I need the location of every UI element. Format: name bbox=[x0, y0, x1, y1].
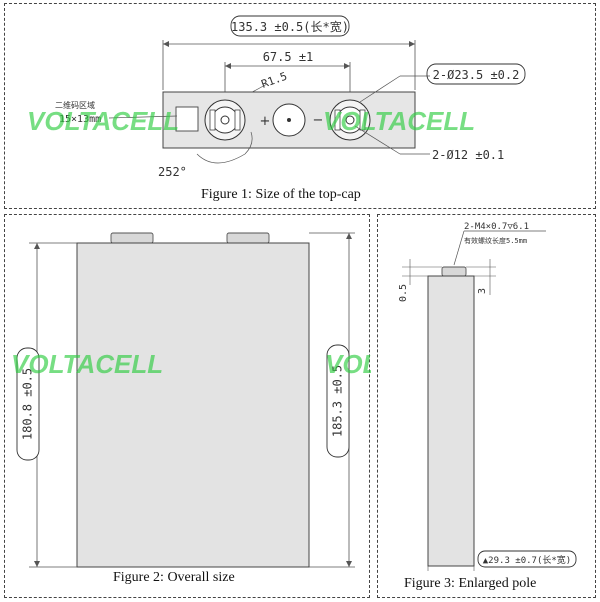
overall-size-drawing: 180.8 ±0.5 185.3 ±0.5 VOLTACELL VOLTACEL… bbox=[11, 232, 371, 568]
angle-label: 252° bbox=[158, 165, 187, 179]
negative-terminal bbox=[226, 232, 270, 244]
pole-diameter-label: 2-Ø23.5 ±0.2 bbox=[433, 68, 520, 82]
pole-offset-label: 3 bbox=[477, 288, 488, 294]
thread-length-note: 有效螺纹长度5.5mm bbox=[464, 236, 527, 245]
enlarged-pole-figure-panel: 2-M4×0.7▽6.1 有效螺纹长度5.5mm 0.5 3 ▲29.3 ±0.… bbox=[377, 214, 596, 598]
thread-spec-label: 2-M4×0.7▽6.1 bbox=[464, 222, 529, 232]
cell-thickness-label: ▲29.3 ±0.7(长*宽) bbox=[483, 554, 571, 566]
cell-side-view bbox=[427, 275, 475, 567]
qr-area-size: 15×13mm bbox=[59, 114, 101, 125]
voltacell-watermark: VOLTACELL bbox=[325, 349, 371, 379]
qr-code-area bbox=[175, 106, 199, 132]
minus-symbol: − bbox=[313, 113, 324, 128]
positive-terminal bbox=[110, 232, 154, 244]
voltacell-watermark: VOLTACELL bbox=[323, 106, 475, 136]
body-height-label: 180.8 ±0.5 bbox=[21, 368, 35, 440]
width-dimension-label: 135.3 ±0.5(长*宽) bbox=[231, 19, 349, 34]
qr-area-label: 二维码区域 bbox=[55, 100, 95, 110]
figure-3-caption: Figure 3: Enlarged pole bbox=[404, 576, 537, 591]
pole-height-label: 0.5 bbox=[398, 284, 409, 302]
enlarged-pole-drawing: 2-M4×0.7▽6.1 有效螺纹长度5.5mm 0.5 3 ▲29.3 ±0.… bbox=[398, 222, 577, 571]
voltacell-watermark: VOLTACELL bbox=[11, 349, 163, 379]
total-height-label: 185.3 ±0.5 bbox=[331, 365, 345, 437]
radius-label: R1.5 bbox=[260, 70, 289, 91]
plus-symbol: + bbox=[260, 114, 271, 129]
figure-2-caption: Figure 2: Overall size bbox=[113, 570, 235, 585]
pole-inner-diameter-label: 2-Ø12 ±0.1 bbox=[432, 148, 504, 162]
pole-terminal bbox=[441, 266, 467, 277]
overall-size-figure-panel: 180.8 ±0.5 185.3 ±0.5 VOLTACELL VOLTACEL… bbox=[4, 214, 371, 598]
voltacell-watermark: VOLTACELL bbox=[27, 106, 179, 136]
top-cap-drawing: 135.3 ±0.5(长*宽) 67.5 ±1 R1.5 二维码区域 15×13… bbox=[27, 15, 526, 179]
top-cap-figure-panel: 135.3 ±0.5(长*宽) 67.5 ±1 R1.5 二维码区域 15×13… bbox=[4, 3, 596, 209]
figure-1-caption: Figure 1: Size of the top-cap bbox=[201, 187, 361, 202]
pole-spacing-label: 67.5 ±1 bbox=[263, 50, 314, 64]
cell-body bbox=[76, 242, 310, 568]
